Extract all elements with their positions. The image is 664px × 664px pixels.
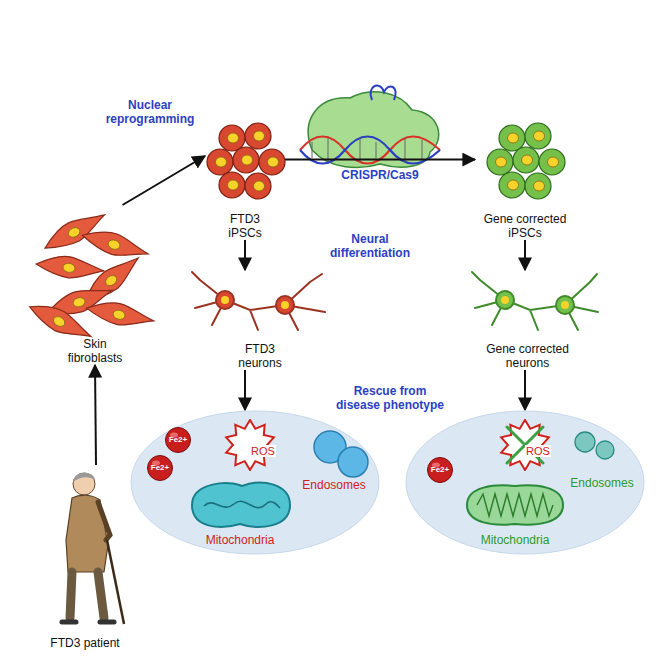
organelle-label: Endosomes: [566, 476, 638, 490]
phenotype-ellipse: EndosomesMitochondria Fe2+ ROS: [405, 410, 645, 555]
ion-label: Fe2+: [427, 465, 453, 475]
ion-label: Fe2+: [147, 463, 173, 473]
ros-star: ROS: [499, 419, 551, 471]
corrected-ipsc-cluster: [487, 123, 565, 199]
ros-label: ROS: [250, 445, 276, 457]
process-arrow: [123, 156, 206, 205]
cell-group: FTD3 iPSCs: [205, 120, 285, 240]
cas9-complex: [300, 86, 440, 168]
process-arrow: [244, 370, 246, 410]
cell-group: FTD3 patient: [30, 465, 140, 650]
cell-group: Skin fibroblasts: [40, 205, 150, 365]
step-label: Rescue from disease phenotype: [330, 384, 450, 412]
iron-ion: Fe2+: [165, 427, 191, 453]
iron-ion: Fe2+: [147, 455, 173, 481]
organelle-label: Endosomes: [298, 478, 370, 492]
ipsc-cluster: [207, 123, 285, 199]
process-arrow: [95, 365, 96, 465]
node-label: Skin fibroblasts: [55, 337, 135, 365]
process-arrow: [524, 370, 526, 410]
ros-star: ROS: [224, 419, 276, 471]
node-label: Gene corrected iPSCs: [475, 212, 575, 240]
iron-ion: Fe2+: [427, 457, 453, 483]
node-label: FTD3 iPSCs: [220, 212, 270, 240]
step-label: Nuclear reprogramming: [100, 98, 200, 126]
cell-group: Gene corrected iPSCs: [475, 120, 575, 240]
process-arrow: [285, 159, 475, 161]
step-label: Neural differentiation: [320, 232, 420, 260]
ion-label: Fe2+: [165, 435, 191, 445]
organelle-label: Mitochondria: [198, 533, 282, 547]
process-arrow: [524, 240, 526, 270]
organelle-label: Mitochondria: [473, 533, 557, 547]
ros-label: ROS: [525, 445, 551, 457]
node-label: FTD3 neurons: [230, 342, 290, 370]
neuron-cells: [192, 272, 325, 330]
node-label: FTD3 patient: [30, 636, 140, 650]
step-label: CRISPR/Cas9: [330, 168, 430, 182]
process-arrow: [244, 240, 246, 270]
cell-group: FTD3 neurons: [185, 270, 335, 370]
fibroblast-cells: [26, 208, 156, 348]
corrected-neuron-cells: [472, 272, 598, 330]
cell-group: Gene corrected neurons: [455, 270, 600, 370]
phenotype-ellipse: EndosomesMitochondria Fe2+ Fe2+ ROS: [130, 410, 380, 555]
patient-figure: [62, 473, 124, 624]
node-label: Gene corrected neurons: [478, 342, 578, 370]
